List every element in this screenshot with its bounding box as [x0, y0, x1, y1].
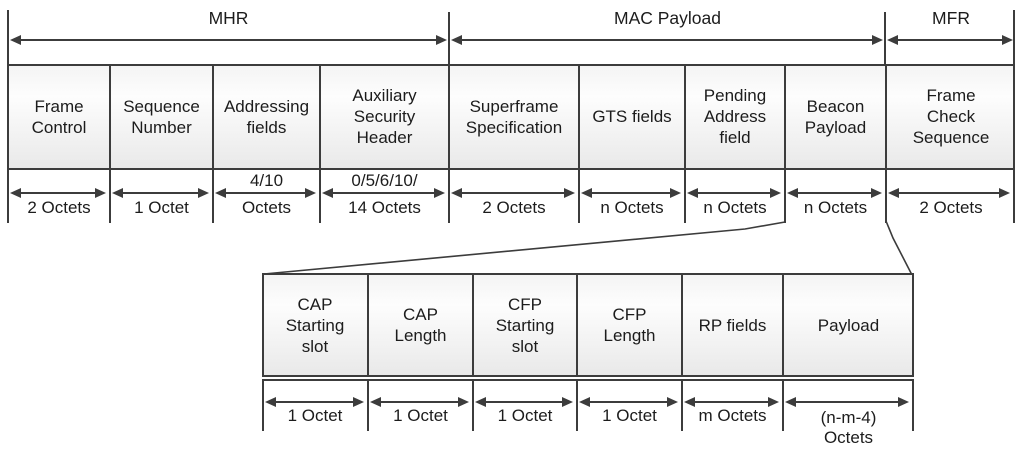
dim-label-payload: (n-m-4) Octets: [820, 408, 877, 447]
dim-divider: [576, 379, 578, 431]
dim-label-aux-security: 14 Octets: [348, 198, 421, 217]
dim-divider: [681, 379, 683, 431]
dim-arrow: [112, 188, 209, 198]
span-label-mhr: MHR: [208, 7, 249, 28]
dim-label-superframe-spec: 2 Octets: [482, 198, 546, 217]
cell-divider: [448, 66, 450, 168]
expansion-line-right: [885, 220, 913, 276]
dim-divider: [1013, 169, 1015, 223]
cell-divider: [319, 66, 321, 168]
dim-divider: [448, 169, 450, 223]
dim-arrow: [888, 188, 1010, 198]
dim-arrow: [787, 188, 882, 198]
dim-divider: [262, 379, 264, 431]
dim-label-cfp-starting-slot: 1 Octet: [497, 406, 553, 425]
dim-label-beacon-payload: n Octets: [803, 198, 868, 217]
dim-label-rp-fields: m Octets: [698, 406, 767, 425]
dim-arrow: [579, 397, 678, 407]
detail-dim-topline: [262, 379, 914, 381]
span-label-mfr: MFR: [932, 7, 970, 28]
expansion-line-left: [263, 221, 786, 275]
cell-divider: [684, 66, 686, 168]
dim-label-above-addressing: 4/10: [249, 171, 284, 190]
dim-arrow: [10, 188, 106, 198]
field-cell-frame-check-sequence: Frame Check Sequence: [912, 86, 990, 147]
dim-label-cap-starting-slot: 1 Octet: [287, 406, 343, 425]
cell-divider: [784, 66, 786, 168]
span-tick-right: [1013, 10, 1015, 66]
dim-arrow: [687, 188, 781, 198]
dim-label-frame-control: 2 Octets: [27, 198, 91, 217]
main-row-box: [7, 64, 1015, 170]
dim-divider: [7, 169, 9, 223]
cell-divider: [367, 275, 369, 375]
dim-divider: [367, 379, 369, 431]
dim-label-above-aux-security: 0/5/6/10/: [351, 171, 418, 190]
field-cell-payload: Payload: [817, 315, 880, 335]
dim-label-cap-length: 1 Octet: [393, 406, 448, 425]
span-tick-left: [7, 10, 9, 66]
cell-divider: [885, 66, 887, 168]
field-cell-addressing-fields: Addressing fields: [223, 96, 310, 137]
dim-divider: [684, 169, 686, 223]
dim-divider: [782, 379, 784, 431]
dim-label-sequence-number: 1 Octet: [134, 198, 189, 217]
dim-label-addressing: Octets: [241, 198, 292, 217]
cell-divider: [681, 275, 683, 375]
field-cell-sequence-number: Sequence Number: [123, 96, 200, 137]
span-arrow-mac-payload: [451, 35, 883, 45]
cell-divider: [576, 275, 578, 375]
field-cell-frame-control: Frame Control: [31, 96, 87, 137]
dim-arrow: [785, 397, 909, 407]
dim-divider: [784, 169, 786, 223]
dim-arrow: [370, 397, 469, 407]
span-arrow-mfr: [887, 35, 1013, 45]
span-tick-macpayload-mfr: [884, 12, 886, 66]
cell-divider: [472, 275, 474, 375]
dim-arrow: [322, 188, 445, 198]
field-cell-cap-length: CAP Length: [394, 305, 447, 345]
field-cell-beacon-payload: Beacon Payload: [804, 96, 867, 137]
dim-divider: [319, 169, 321, 223]
dim-divider: [912, 379, 914, 431]
dim-divider: [109, 169, 111, 223]
cell-divider: [212, 66, 214, 168]
dim-divider: [578, 169, 580, 223]
field-cell-superframe-spec: Superframe Specification: [465, 96, 563, 137]
span-arrow-mhr: [10, 35, 447, 45]
field-cell-rp-fields: RP fields: [698, 315, 767, 335]
field-cell-gts-fields: GTS fields: [592, 107, 672, 126]
dim-arrow: [581, 188, 681, 198]
dim-label-gts-fields: n Octets: [600, 198, 664, 217]
field-cell-cap-starting-slot: CAP Starting slot: [285, 294, 345, 356]
dim-arrow: [265, 397, 364, 407]
dim-divider: [212, 169, 214, 223]
dim-arrow: [684, 397, 779, 407]
field-cell-pending-address: Pending Address field: [703, 86, 767, 147]
cell-divider: [782, 275, 784, 375]
cell-divider: [578, 66, 580, 168]
span-label-mac-payload: MAC Payload: [614, 7, 721, 28]
dim-divider: [472, 379, 474, 431]
span-tick-mhr-macpayload: [448, 12, 450, 66]
field-cell-aux-security-header: Auxiliary Security Header: [352, 86, 417, 147]
field-cell-cfp-starting-slot: CFP Starting slot: [495, 294, 555, 356]
dim-label-pending-address: n Octets: [703, 198, 767, 217]
field-cell-cfp-length: CFP Length: [603, 305, 656, 345]
dim-arrow: [475, 397, 573, 407]
dim-arrow: [451, 188, 575, 198]
dim-arrow: [215, 188, 316, 198]
cell-divider: [109, 66, 111, 168]
dim-label-cfp-length: 1 Octet: [602, 406, 657, 425]
dim-label-fcs: 2 Octets: [919, 198, 983, 217]
dim-divider: [885, 169, 887, 223]
detail-row-box: [262, 273, 914, 377]
